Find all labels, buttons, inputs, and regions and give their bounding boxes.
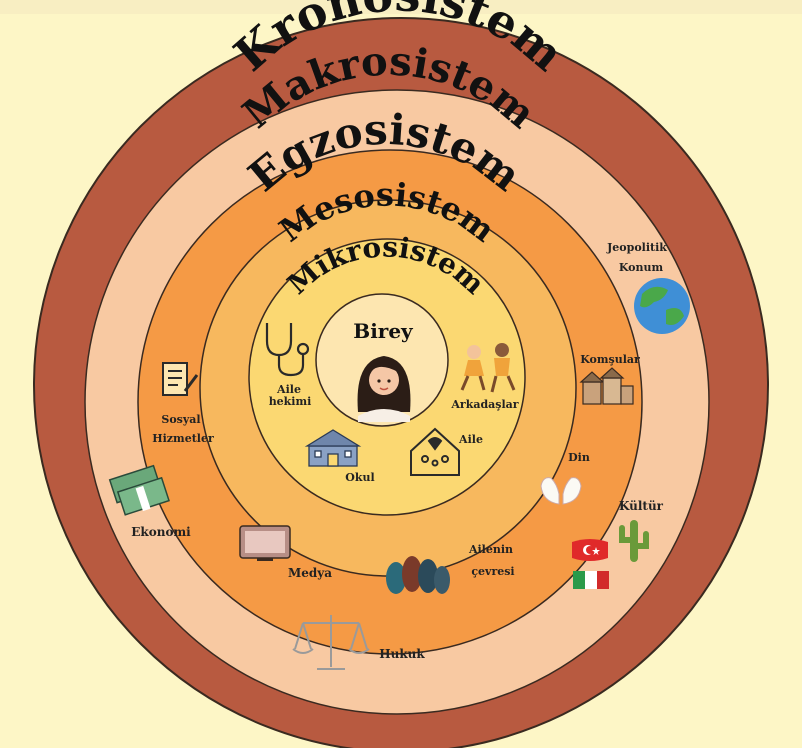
din-label: Din: [568, 451, 590, 464]
document-pen-icon: [162, 362, 199, 396]
ailenin-label-1: Ailenin: [468, 543, 513, 556]
hukuk-label: Hukuk: [379, 647, 425, 661]
earth-globe-icon: [634, 278, 690, 334]
money-stack-icon: [108, 464, 170, 516]
sosyal-label-2: Hizmetler: [152, 432, 214, 445]
scales-icon: [292, 615, 370, 670]
turkey-flag-icon: [572, 539, 608, 561]
houses-icon: [579, 367, 634, 405]
top-band: [0, 0, 802, 14]
italy-flag-icon: [573, 571, 609, 589]
sosyal-label-1: Sosyal: [161, 413, 200, 426]
kultur-label: Kültür: [619, 499, 664, 513]
cactus-icon: [619, 520, 649, 562]
ekonomi-label: Ekonomi: [131, 525, 191, 539]
school-icon: [304, 429, 362, 467]
birey-label: Birey: [353, 319, 414, 343]
ailenin-label-2: çevresi: [471, 565, 514, 578]
children-playing-icon: [460, 343, 516, 393]
komsular-label: Komşular: [580, 353, 640, 366]
aile-label: Aile: [458, 433, 483, 446]
tv-icon: [239, 525, 291, 561]
arkadaslar-label: Arkadaşlar: [450, 398, 518, 411]
okul-label: Okul: [345, 471, 374, 484]
aile-hekimi-label-1: Aile: [276, 383, 301, 396]
aile-hekimi-label-2: hekimi: [269, 395, 312, 408]
medya-label: Medya: [288, 566, 332, 580]
people-silhouettes-icon: [386, 556, 450, 594]
praying-hands-icon: [540, 477, 582, 505]
family-home-icon: [410, 427, 460, 476]
jeopolitik-label-2: Konum: [619, 261, 664, 274]
girl-avatar-icon: [357, 356, 411, 422]
jeopolitik-label-1: Jeopolitik: [606, 241, 667, 254]
stethoscope-icon: [265, 323, 310, 377]
